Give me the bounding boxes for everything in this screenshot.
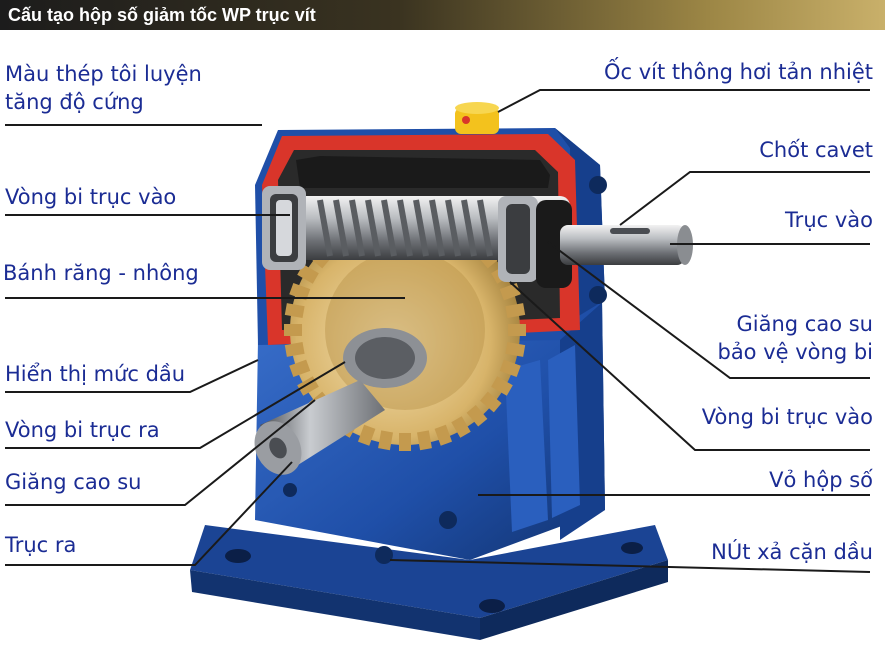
gear-tooth: [499, 359, 521, 378]
gear-tooth: [284, 341, 305, 357]
worm-thread-line: [461, 199, 477, 257]
label-truc-vao: Trục vào: [785, 206, 873, 234]
housing-bolts: [283, 176, 607, 564]
label-line: Trục ra: [5, 533, 77, 557]
gear-tooth: [297, 264, 319, 284]
gear-tooth: [480, 391, 502, 413]
label-line: NÚt xả cặn dầu: [711, 540, 873, 564]
gear-tooth: [466, 405, 488, 427]
label-mau-thep: Màu thép tôi luyện tăng độ cứng: [5, 60, 202, 116]
title-bar: Cấu tạo hộp số giảm tốc WP trục vít: [0, 0, 885, 30]
label-line: Chốt cavet: [759, 138, 873, 162]
base-plate: [190, 525, 668, 640]
worm-thread-line: [477, 199, 493, 257]
gear-tooth: [505, 303, 526, 319]
label-vo-hop-so: Vỏ hộp số: [769, 466, 873, 494]
worm-thread-line: [317, 199, 333, 257]
worm-thread-line: [381, 199, 397, 257]
label-line: Ốc vít thông hơi tản nhiệt: [604, 60, 873, 84]
gear-tooth: [289, 282, 311, 301]
worm-thread-line: [333, 199, 349, 257]
gear-tooth: [399, 433, 411, 451]
worm-shaft: [262, 186, 693, 288]
label-line: tăng độ cứng: [5, 90, 144, 114]
label-truc-ra: Trục ra: [5, 531, 76, 559]
label-line: Vòng bi trục vào: [5, 185, 177, 209]
gear-tooth: [434, 424, 453, 446]
label-line: Vòng bi trục ra: [5, 418, 160, 442]
worm-thread-line: [429, 199, 445, 257]
label-line: Giăng cao su: [5, 470, 142, 494]
worm-thread-line: [365, 199, 381, 257]
worm-thread-line: [445, 199, 461, 257]
gear-tooth: [508, 324, 526, 336]
label-giang-cao-su-right: Giăng cao su bảo vệ vòng bi: [717, 310, 873, 366]
label-line: Vỏ hộp số: [769, 468, 873, 492]
label-vong-bi-truc-ra: Vòng bi trục ra: [5, 416, 160, 444]
gear-tooth: [451, 416, 471, 438]
label-line: Hiển thị mức dầu: [5, 362, 186, 386]
label-line: bảo vệ vòng bi: [717, 340, 873, 364]
label-line: Vòng bi trục vào: [701, 405, 873, 429]
worm-thread-line: [397, 199, 413, 257]
gear-tooth: [289, 359, 311, 378]
label-vong-bi-truc-vao-right: Vòng bi trục vào: [702, 403, 873, 431]
gear-tooth: [357, 424, 376, 446]
label-line: Màu thép tôi luyện: [5, 62, 202, 86]
page-title: Cấu tạo hộp số giảm tốc WP trục vít: [8, 5, 316, 25]
worm-thread-line: [413, 199, 429, 257]
gear-tooth: [378, 430, 394, 451]
gear-tooth: [284, 303, 305, 319]
label-vong-bi-truc-vao-left: Vòng bi trục vào: [5, 183, 176, 211]
gear-tooth: [284, 324, 302, 336]
gear-tooth: [491, 376, 513, 396]
leader-lines: [5, 89, 871, 573]
worm-thread-line: [349, 199, 365, 257]
label-chot-cavet: Chốt cavet: [759, 136, 873, 164]
gear-tooth: [505, 341, 526, 357]
label-giang-cao-su-left: Giăng cao su: [5, 468, 141, 496]
label-hien-thi-muc-dau: Hiển thị mức dầu: [5, 360, 185, 388]
label-line: Bánh răng - nhông: [3, 261, 199, 285]
label-line: Giăng cao su: [736, 312, 873, 336]
gear-tooth: [416, 430, 432, 451]
label-line: Trục vào: [784, 208, 873, 232]
breather-plug: [455, 102, 499, 134]
label-nut-xa: NÚt xả cặn dầu: [711, 538, 873, 566]
output-shaft: [254, 328, 427, 475]
label-banh-rang: Bánh răng - nhông: [3, 259, 199, 287]
label-oc-vit: Ốc vít thông hơi tản nhiệt: [604, 58, 873, 86]
